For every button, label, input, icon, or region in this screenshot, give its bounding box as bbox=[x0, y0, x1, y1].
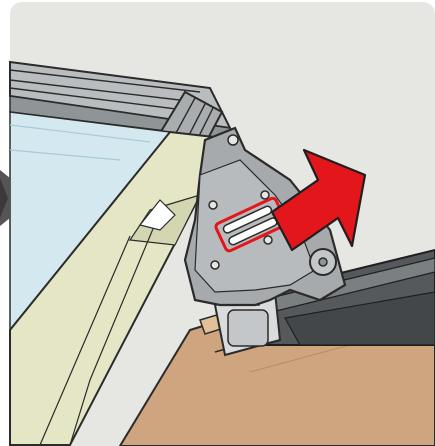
rivet bbox=[228, 135, 238, 145]
rivet bbox=[264, 236, 272, 244]
left-pointer-icon bbox=[0, 170, 10, 226]
pivot-center bbox=[319, 258, 327, 266]
rivet bbox=[211, 261, 219, 269]
rivet bbox=[261, 191, 269, 199]
rivet bbox=[209, 201, 217, 209]
